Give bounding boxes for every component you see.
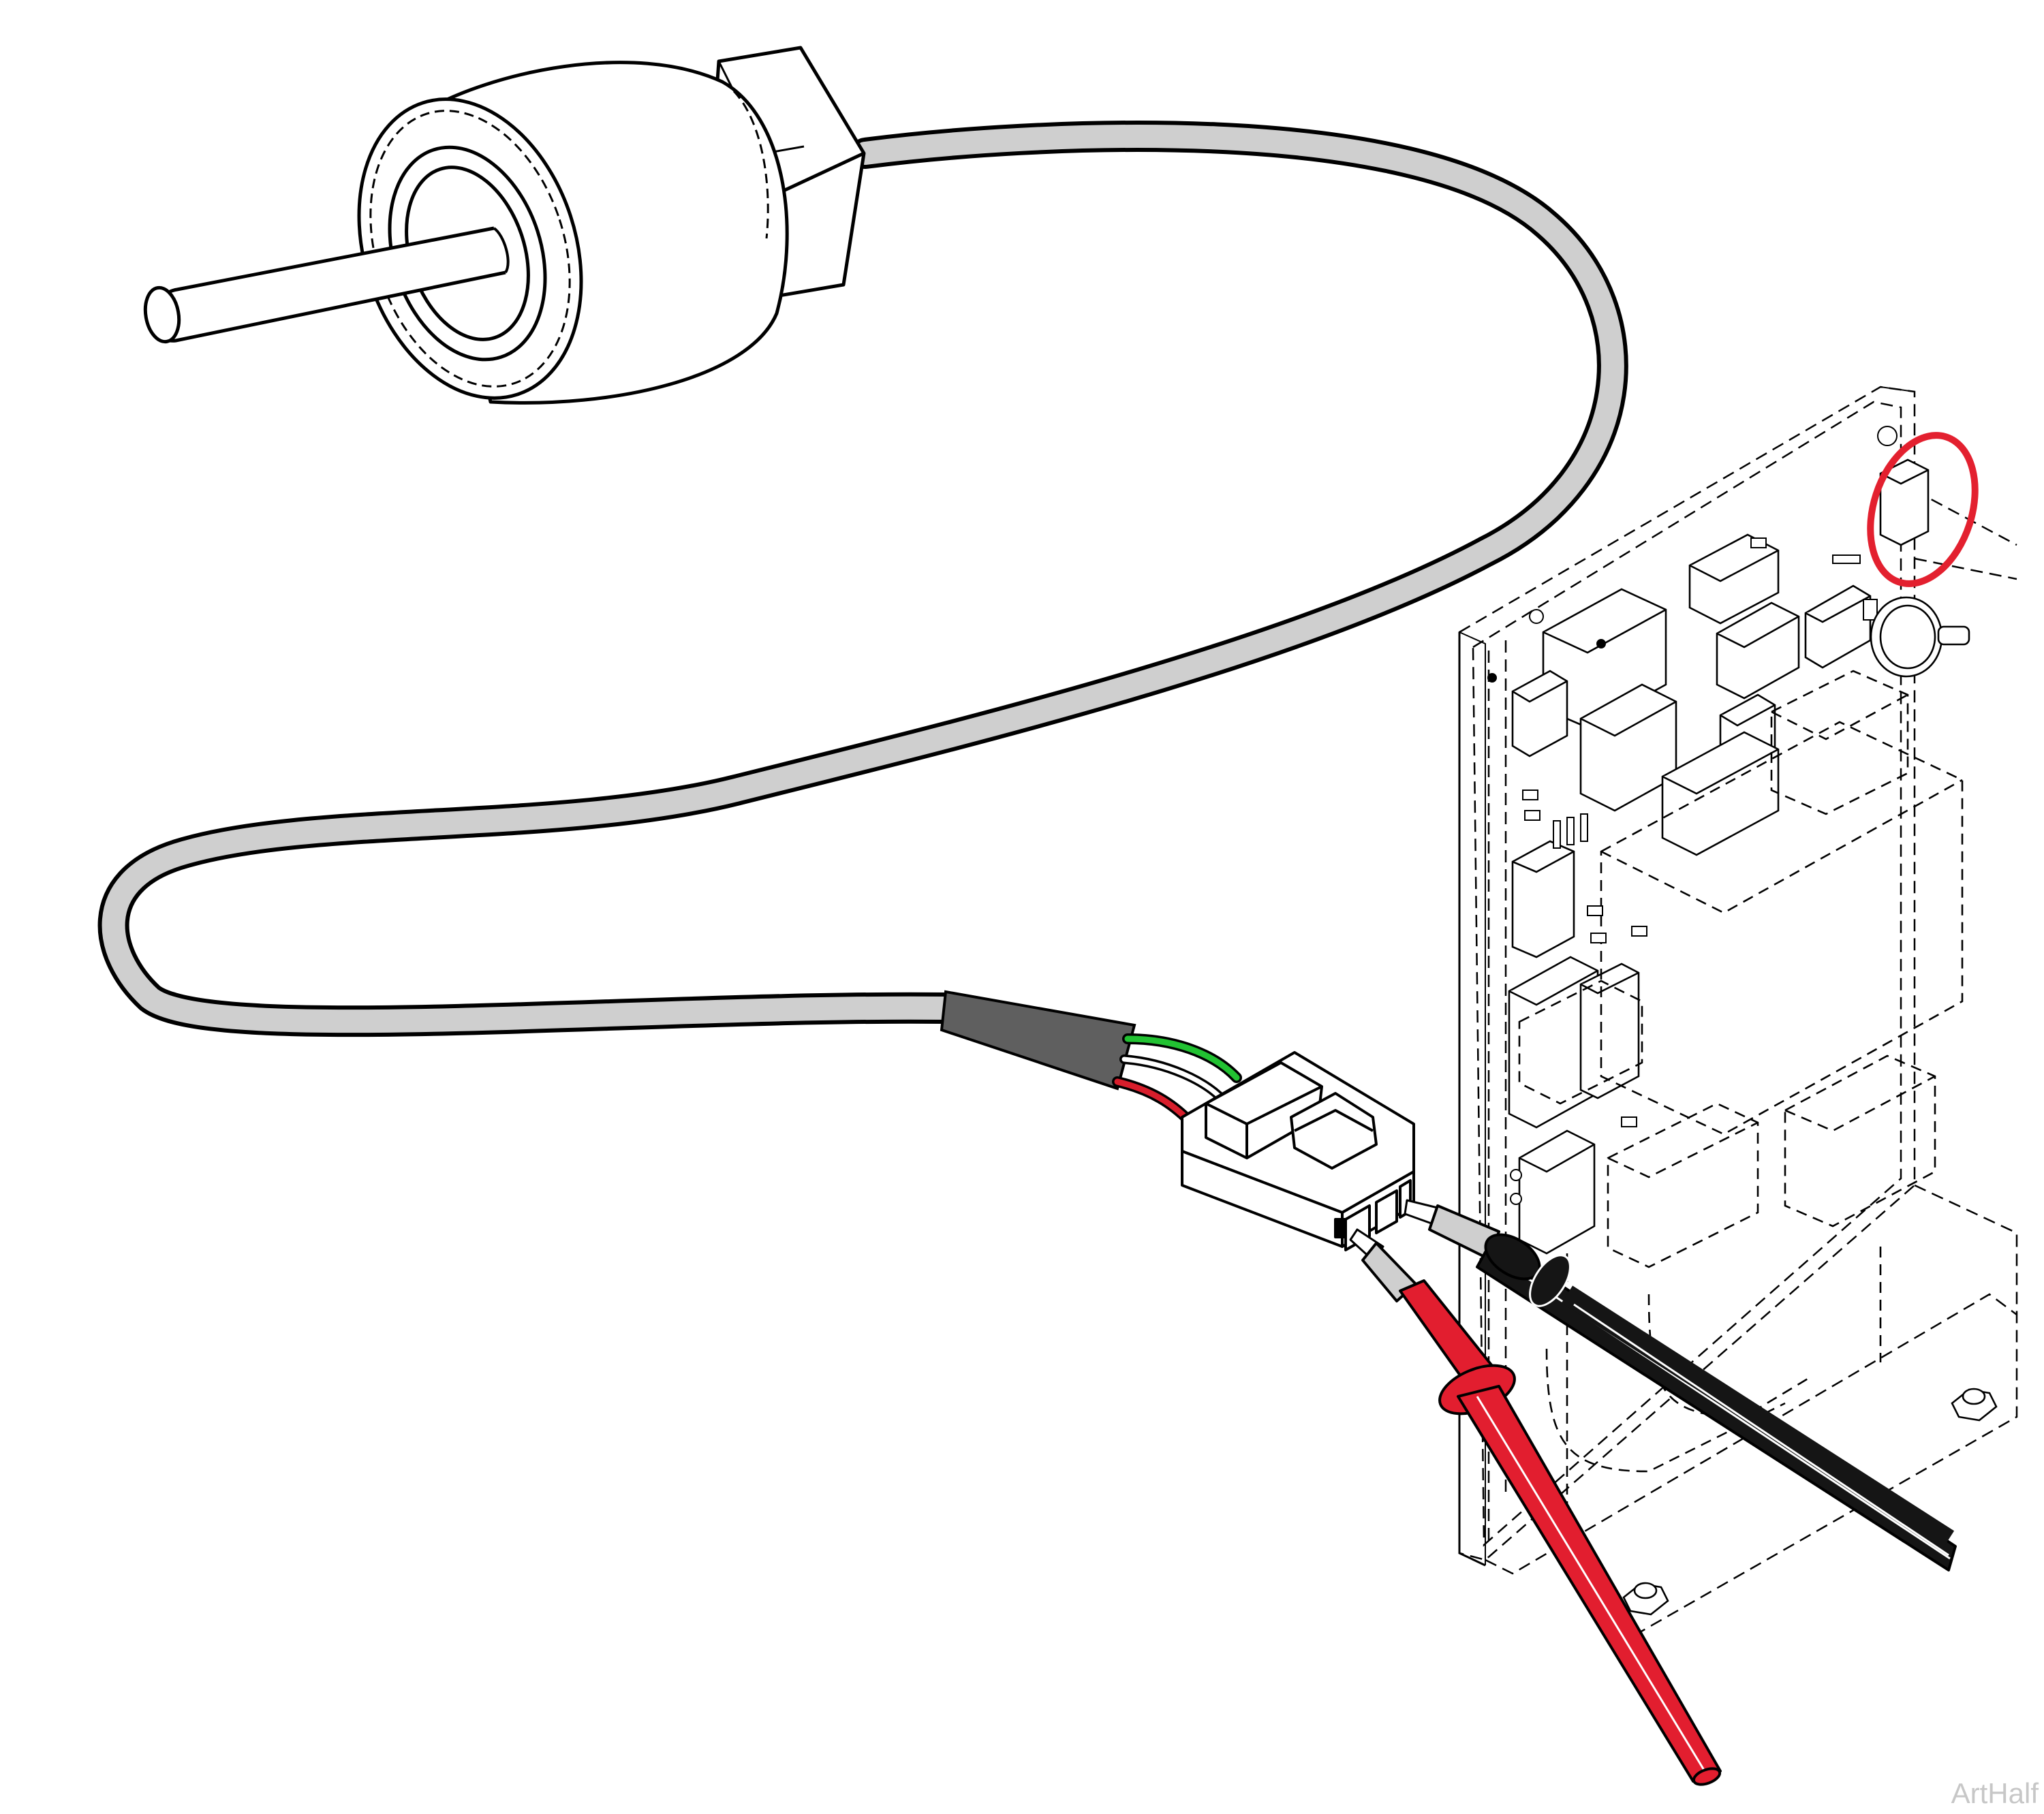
wire-connector-icon	[1181, 1051, 1415, 1251]
black-test-lead-icon	[1404, 1199, 1957, 1571]
highlight-circle-icon	[1867, 432, 1979, 587]
sensor-cable-icon	[97, 121, 1628, 1126]
circuit-board-icon	[1458, 386, 2018, 1636]
watermark-label: ArtHalf	[1951, 1777, 2039, 1809]
sensor-probe-icon	[143, 46, 866, 405]
red-test-lead-icon	[1349, 1228, 1722, 1786]
